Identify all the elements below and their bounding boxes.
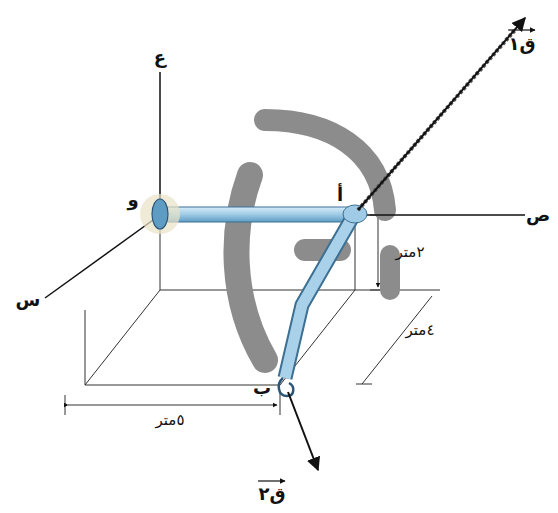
dimension-label: ٥متر <box>156 412 185 429</box>
axes <box>45 72 525 298</box>
hook <box>279 378 293 396</box>
force-label: ق٢ <box>258 484 285 504</box>
point-label: ب <box>253 378 271 398</box>
axis-label: ص <box>526 205 550 225</box>
point-label: و <box>127 190 138 210</box>
vector-bar <box>258 480 285 481</box>
wall-glow <box>140 194 180 234</box>
joint <box>343 205 367 223</box>
flange <box>152 199 168 229</box>
vector-bar <box>508 29 535 30</box>
dimension-label: ٤متر <box>406 322 435 339</box>
force-label: ق١ <box>508 34 535 54</box>
bent-rod <box>285 218 352 378</box>
bent-rod <box>285 218 352 378</box>
rod <box>160 207 358 222</box>
watermark <box>236 120 390 360</box>
point-label: أ <box>337 185 343 205</box>
dimension-label: ٢متر <box>396 244 425 261</box>
force-arrow <box>288 392 318 470</box>
axis-label: ع <box>154 48 166 68</box>
force-arrow <box>358 18 525 210</box>
axis-label: س <box>16 290 41 310</box>
